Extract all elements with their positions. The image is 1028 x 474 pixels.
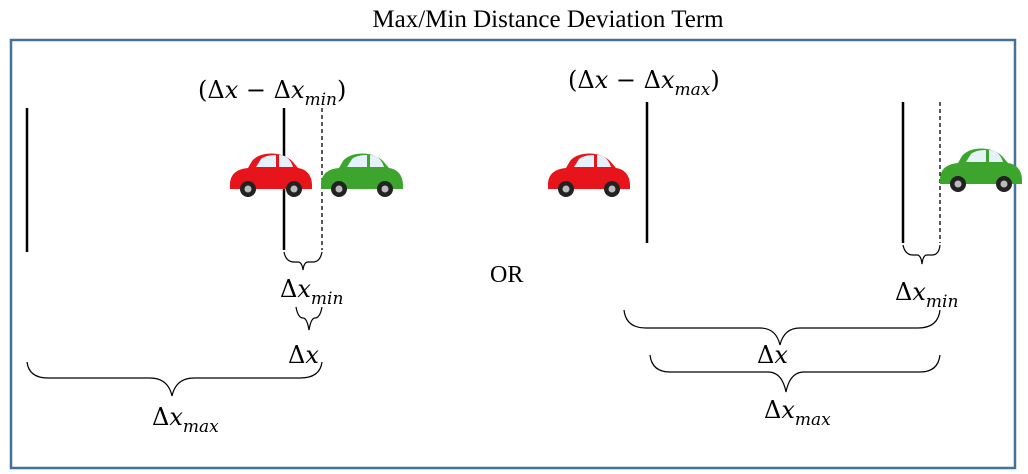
red-car-icon [548,153,630,197]
or-separator: OR [490,262,523,288]
left-dx-min-label: Δxmin [280,275,343,309]
left-dx-brace [295,306,323,331]
left-scenario: (Δx − Δxmin) Δxmin Δx Δxmax [25,76,403,437]
left-dx-min-brace [283,251,323,271]
green-car-icon [321,153,403,197]
right-dx-max-brace [649,354,941,393]
diagram-frame [9,38,1017,470]
left-dx-max-label: Δxmax [152,403,219,437]
red-car-icon [230,153,312,197]
diagram-title: Max/Min Distance Deviation Term [372,6,724,33]
right-dx-brace [623,309,941,346]
green-car-icon [940,148,1022,192]
left-deviation-expression: (Δx − Δxmin) [198,76,346,110]
right-scenario: (Δx − Δxmax) Δxmin Δx Δxmax [548,66,1022,430]
right-dx-min-label: Δxmin [895,278,958,312]
left-dx-label: Δx [288,341,319,369]
right-dx-max-label: Δxmax [764,396,831,430]
right-dx-label: Δx [757,341,788,369]
left-dx-max-brace [26,361,323,397]
right-deviation-expression: (Δx − Δxmax) [568,66,720,100]
right-dx-min-brace [902,244,941,265]
